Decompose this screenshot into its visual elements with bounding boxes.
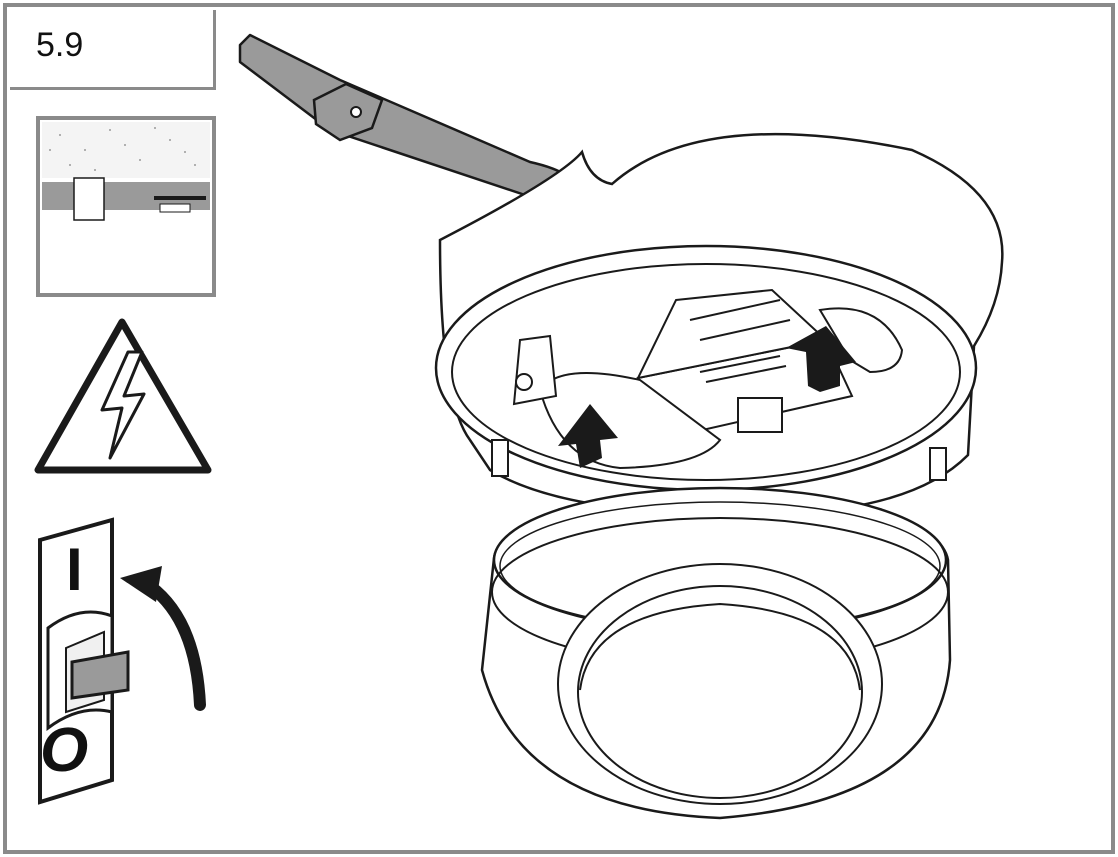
switch-off-label: O [40, 716, 89, 785]
high-voltage-warning-icon [34, 318, 212, 474]
switch-on-label: I [66, 536, 83, 603]
step-number-box [10, 10, 216, 90]
circuit-breaker-switch-icon [38, 517, 206, 805]
cable-icon [238, 33, 582, 216]
smoke-detector-icon [480, 486, 952, 820]
up-arrow-icon [558, 404, 618, 468]
step-number: 5.9 [36, 26, 84, 64]
ceiling-mount-icon [36, 116, 216, 297]
outer-frame [3, 3, 1115, 854]
up-arrow-icon [786, 326, 856, 392]
